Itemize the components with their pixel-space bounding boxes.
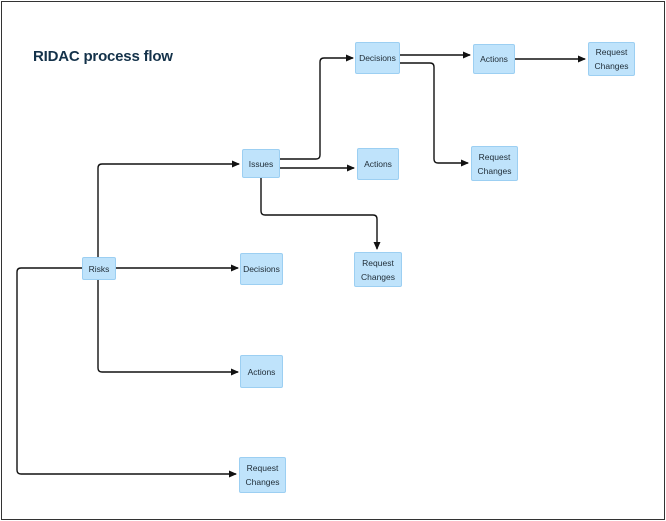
- node-issues[interactable]: Issues: [242, 149, 280, 178]
- connector-issues-request-changes: [260, 178, 381, 250]
- node-issues-label: Issues: [248, 158, 274, 169]
- node-request-changes-from-issues-line1: Request: [362, 257, 394, 268]
- node-actions-top-right[interactable]: Actions: [473, 44, 515, 74]
- node-request-changes-from-risks-line2: Changes: [245, 477, 280, 487]
- node-request-changes-from-issues[interactable]: Request Changes: [354, 252, 402, 287]
- node-actions-top-right-label: Actions: [480, 54, 508, 64]
- node-request-changes-top-right-line1: Request: [595, 47, 628, 57]
- node-request-changes-from-risks[interactable]: Request Changes: [239, 457, 286, 493]
- node-actions-from-issues-label: Actions: [364, 159, 392, 169]
- node-request-changes-from-decisions-line2: Changes: [477, 165, 512, 176]
- node-request-changes-from-decisions-line1: Request: [478, 151, 511, 162]
- diagram-title: RIDAC process flow: [33, 48, 173, 65]
- node-request-changes-top-right[interactable]: Request Changes: [588, 42, 635, 76]
- node-request-changes-top-right-line2: Changes: [594, 61, 629, 71]
- node-decisions-top-label: Decisions: [359, 53, 396, 63]
- node-risks-label: Risks: [88, 263, 110, 274]
- connector-risks-actions: [97, 280, 239, 376]
- connector-risks-request-changes: [16, 267, 237, 478]
- node-actions-from-risks-label: Actions: [247, 366, 276, 377]
- connector-issues-decisions: [279, 54, 354, 160]
- node-decisions-from-risks-label: Decisions: [243, 264, 280, 274]
- connector-decisions-request-changes: [400, 62, 469, 167]
- node-risks[interactable]: Risks: [82, 257, 116, 280]
- node-actions-from-risks[interactable]: Actions: [240, 355, 283, 388]
- node-actions-from-issues[interactable]: Actions: [357, 148, 399, 180]
- node-request-changes-from-risks-line1: Request: [246, 463, 279, 473]
- node-decisions-top[interactable]: Decisions: [355, 42, 400, 74]
- node-request-changes-from-issues-line2: Changes: [360, 271, 396, 282]
- connector-risks-issues: [97, 160, 240, 258]
- node-decisions-from-risks[interactable]: Decisions: [240, 253, 283, 285]
- node-request-changes-from-decisions[interactable]: Request Changes: [471, 146, 518, 181]
